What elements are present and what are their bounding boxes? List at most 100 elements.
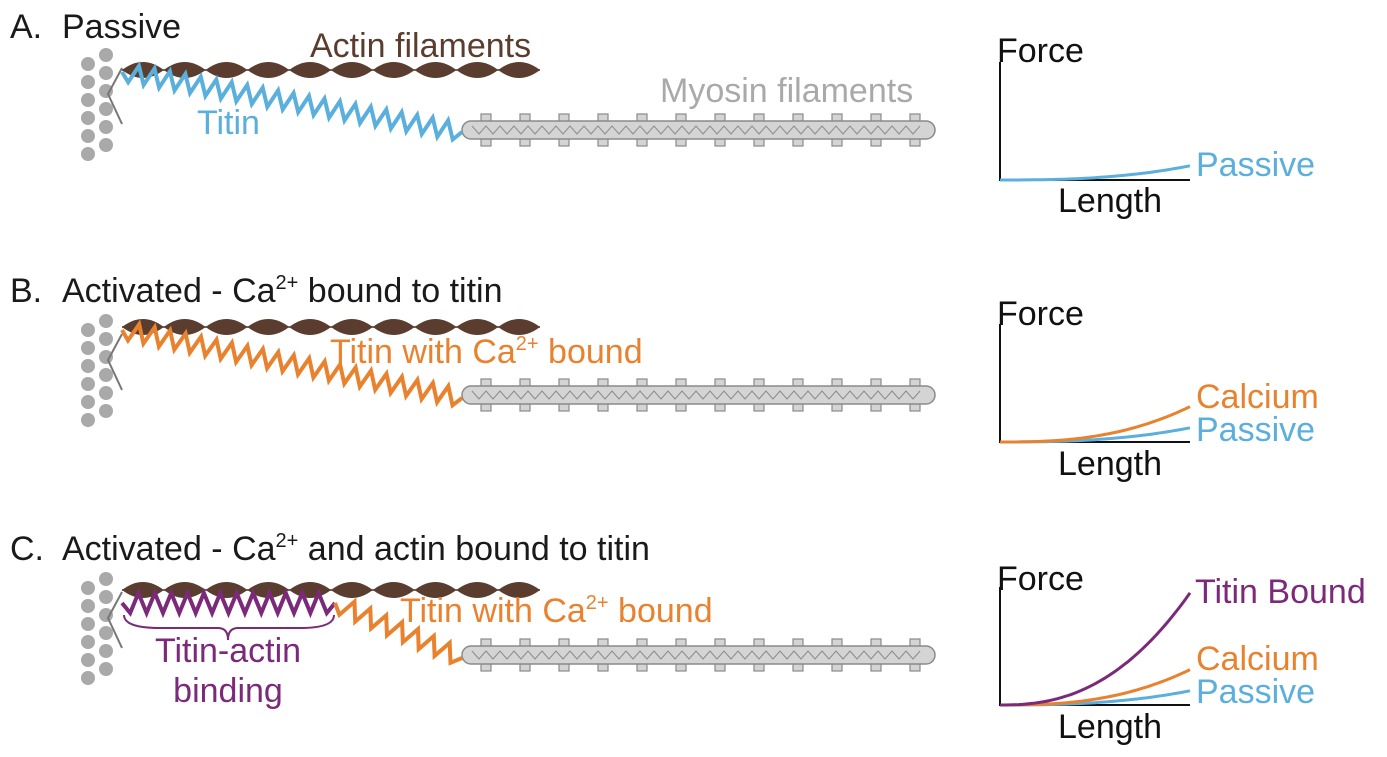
graph-a-passive-label: Passive xyxy=(1196,146,1315,184)
myosin-filament-b xyxy=(461,378,936,412)
z-disc-dot xyxy=(99,590,113,604)
z-disc-b xyxy=(81,314,123,427)
myosin-rod xyxy=(461,120,936,140)
z-disc-line xyxy=(106,67,123,125)
graph-a-xlabel: Length xyxy=(1058,182,1162,220)
actin-filament-c xyxy=(122,582,540,598)
actin-monomer xyxy=(205,319,248,335)
z-disc-dot xyxy=(99,644,113,658)
force-curve xyxy=(1000,405,1191,444)
z-disc-dot xyxy=(81,93,95,107)
myosin-rod xyxy=(461,645,936,665)
actin-monomer xyxy=(498,319,540,335)
z-disc-a xyxy=(81,48,123,161)
actin-monomer xyxy=(289,62,331,78)
actin-monomer xyxy=(289,582,331,598)
actin-monomer xyxy=(456,62,499,78)
panel-c-label: C. xyxy=(10,530,44,568)
z-disc-dot xyxy=(99,48,113,62)
z-disc-dot xyxy=(99,84,113,98)
z-disc-dot xyxy=(99,350,113,364)
titin-label: Titin xyxy=(197,104,260,142)
panel-b: B. Activated - Ca2+ bound to titin Titin… xyxy=(10,272,1319,483)
force-length-graph-c: Force Length Titin Bound Calcium Passive xyxy=(997,560,1366,746)
actin-monomer xyxy=(205,62,248,78)
graph-axes xyxy=(999,62,1190,181)
titin-bound-spring-c xyxy=(120,587,337,619)
actin-monomer xyxy=(163,319,206,335)
binding-label-1: Titin-actin xyxy=(155,632,301,670)
panel-c: C. Activated - Ca2+ and actin bound to t… xyxy=(10,530,1366,746)
actin-monomer xyxy=(414,582,457,598)
force-length-graph-b: Force Length Calcium Passive xyxy=(997,295,1319,483)
z-disc-line xyxy=(106,333,123,391)
myosin-core xyxy=(471,390,921,400)
z-disc-dot xyxy=(81,377,95,391)
actin-monomer xyxy=(498,582,540,598)
binding-brace xyxy=(123,614,335,641)
z-disc-dot xyxy=(99,138,113,152)
graph-b-xlabel: Length xyxy=(1058,445,1162,483)
actin-label: Actin filaments xyxy=(310,27,531,65)
z-disc-dot xyxy=(81,617,95,631)
actin-monomer xyxy=(163,62,206,78)
panel-a: A. Passive Actin filaments Myosin filame… xyxy=(10,8,1315,220)
graph-b-ylabel: Force xyxy=(997,295,1084,333)
z-disc-dot xyxy=(81,359,95,373)
z-disc-dot xyxy=(99,386,113,400)
z-disc-dot xyxy=(81,147,95,161)
panel-c-title: Activated - Ca2+ and actin bound to titi… xyxy=(62,530,650,568)
z-disc-dot xyxy=(99,572,113,586)
z-disc-c xyxy=(81,572,123,685)
z-disc-dot xyxy=(99,314,113,328)
actin-monomer xyxy=(247,319,290,335)
z-disc-dot xyxy=(81,341,95,355)
graph-c-titin-bound-label: Titin Bound xyxy=(1195,573,1366,611)
actin-monomer xyxy=(372,319,415,335)
force-curve xyxy=(1000,668,1191,707)
myosin-filament-a xyxy=(461,113,936,147)
panel-a-title: Passive xyxy=(62,8,181,46)
binding-label-2: binding xyxy=(173,672,283,710)
graph-axes xyxy=(999,324,1190,443)
titin-free-spring-c xyxy=(333,597,463,666)
z-disc-dot xyxy=(81,57,95,71)
actin-monomer xyxy=(498,62,540,78)
z-disc-dot xyxy=(99,626,113,640)
force-length-graph-a: Force Length Passive xyxy=(997,32,1315,220)
actin-monomer xyxy=(331,62,373,78)
z-disc-dot xyxy=(99,66,113,80)
z-disc-dot xyxy=(81,75,95,89)
myosin-label: Myosin filaments xyxy=(660,72,913,110)
z-disc-dot xyxy=(99,102,113,116)
actin-monomer xyxy=(372,582,415,598)
z-disc-dot xyxy=(99,608,113,622)
z-disc-line xyxy=(106,591,123,649)
actin-monomer xyxy=(289,319,331,335)
actin-monomer xyxy=(456,582,499,598)
graph-c-passive-label: Passive xyxy=(1196,673,1315,711)
z-disc-dot xyxy=(81,111,95,125)
titin-ca-label-c: Titin with Ca2+ bound xyxy=(400,592,713,630)
actin-monomer xyxy=(163,582,206,598)
actin-monomer xyxy=(331,319,373,335)
graph-b-calcium-label: Calcium xyxy=(1196,378,1319,416)
titin-spring-b xyxy=(120,319,464,409)
z-disc-dot xyxy=(99,332,113,346)
graph-c-ylabel: Force xyxy=(997,560,1084,598)
actin-monomer xyxy=(456,319,499,335)
panel-b-title: Activated - Ca2+ bound to titin xyxy=(62,272,503,310)
graph-b-passive-label: Passive xyxy=(1196,411,1315,449)
graph-c-xlabel: Length xyxy=(1058,708,1162,746)
graph-a-ylabel: Force xyxy=(997,32,1084,70)
graph-axes xyxy=(999,587,1190,706)
force-curve xyxy=(1000,592,1192,707)
z-disc-dot xyxy=(99,662,113,676)
actin-monomer xyxy=(331,582,373,598)
actin-monomer xyxy=(414,319,457,335)
z-disc-dot xyxy=(81,635,95,649)
actin-filament-a xyxy=(122,62,540,78)
panel-a-label: A. xyxy=(10,8,42,46)
z-disc-dot xyxy=(81,653,95,667)
